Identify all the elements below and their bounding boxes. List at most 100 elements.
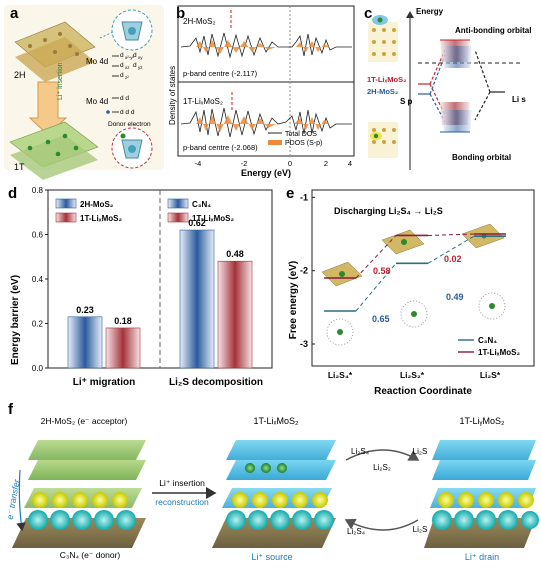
legend-total-label: Total DOS: [285, 131, 317, 138]
stack-left: [12, 440, 146, 548]
energy-axis-label: Energy: [416, 7, 444, 16]
panel-e-label: e: [286, 185, 294, 202]
etransfer-arrow-icon: [16, 469, 26, 532]
octahedron-bottom-icon: [120, 133, 143, 159]
panel-b-xlabel: Energy (eV): [241, 168, 291, 178]
ytick-label: 0.8: [32, 186, 44, 195]
e-c3n4-3: [478, 292, 506, 320]
panel-b-frame: [177, 5, 355, 157]
xtick: 4: [348, 159, 352, 168]
phase-2h-label: 2H: [14, 70, 26, 80]
bar: [105, 327, 141, 369]
f-li2s2: Li₂S₂: [373, 463, 391, 472]
legend-1t-swatch: [55, 212, 77, 223]
li-insertion-label: Li⁺ insertion: [57, 62, 64, 100]
annot-blue-2: 0.49: [446, 292, 464, 302]
panel-c-label: c: [364, 5, 372, 22]
bar: [217, 260, 253, 369]
panel-d: d Energy barrier (eV) 0.00.20.40.60.8 0.…: [8, 185, 273, 388]
bar: [179, 229, 215, 369]
legend-1t-swatch-2: [167, 212, 189, 223]
mo4d-top-label: Mo 4d: [86, 57, 108, 66]
legend-c3n4-swatch: [167, 198, 189, 209]
panel-b: b Density of states 2H-MoS₂ p-band centr…: [168, 5, 355, 178]
e-c3n4-1: [326, 318, 354, 346]
panel-e-frame: [311, 189, 535, 367]
xtick-label: Li₂S₂*: [400, 370, 425, 380]
panel-b-xticks: -4 -2 0 2 4: [195, 159, 352, 168]
panel-e-xlabel: Reaction Coordinate: [374, 386, 472, 397]
legend-2h-label: 2H-MoS₂: [80, 200, 114, 209]
dos-top-pdos-trace: [196, 40, 276, 54]
annot-blue-1: 0.65: [372, 314, 390, 324]
e-c3n4-2: [400, 300, 428, 328]
orbital-sub: x²-y²: [125, 55, 134, 60]
f-bottom-left-label: C₃N₄ (e⁻ donor): [60, 550, 121, 560]
panel-d-yaxis: 0.0 0.2 0.4 0.6 0.8: [32, 186, 48, 373]
cycle-bottom-arrow-icon: [344, 518, 419, 531]
antibonding-label: Anti-bonding orbital: [455, 26, 531, 35]
lis-label: Li s: [512, 95, 526, 104]
left-label-1t: 1T-LiₓMoS₂: [367, 75, 406, 84]
ytick-label: 0.6: [32, 231, 44, 240]
orbital-label-bottom-2: d d d: [120, 109, 135, 116]
orbital-label: d: [120, 72, 124, 79]
legend-pdos-swatch: [268, 140, 282, 145]
f-li2s4-bottom: Li₂S₄: [347, 527, 365, 536]
yellow-spheres: [32, 492, 128, 508]
dos-bottom-total-trace: [180, 107, 352, 138]
legend-1t-label: 1T-LiₓMoS₂: [80, 214, 122, 223]
ytick-label: 0.4: [32, 275, 44, 284]
dos-bottom-note: p-band centre (-2.068): [183, 143, 258, 152]
dos-bottom-pdos-trace: [196, 115, 276, 132]
legend-pdos-label: PDOS (S-p): [285, 140, 322, 147]
f-source-label: Li⁺ source: [251, 552, 292, 562]
bonding-blue-dos: [442, 110, 472, 132]
bonding-label: Bonding orbital: [452, 153, 511, 162]
xtick-label: Li₂S*: [480, 370, 501, 380]
xgroup-label-2: Li₂S decomposition: [169, 377, 263, 388]
orbital-levels-bottom: d d d d d: [106, 95, 135, 116]
panel-e: e Free energy (eV) Discharging Li₂S₄ → L…: [286, 185, 535, 397]
orbital-sub: xz: [125, 65, 130, 70]
ytick-label: -1: [300, 192, 308, 202]
annot-red-2: 0.02: [444, 254, 462, 264]
ytick-label: 0.0: [32, 364, 44, 373]
dos-top-title: 2H-MoS₂: [183, 17, 215, 26]
ytick-label: 0.2: [32, 320, 44, 329]
f-drain-label: Li⁺ drain: [465, 552, 499, 562]
stack-middle: [212, 440, 336, 548]
panel-b-ylabel: Density of states: [168, 66, 177, 125]
f-arrow-top-label: Li⁺ insertion: [159, 478, 205, 488]
xtick: 0: [288, 159, 292, 168]
phase-1t-label: 1T: [14, 162, 25, 172]
structure-top: [368, 15, 398, 62]
dos-top-pdos-trace-2: [296, 41, 330, 52]
energy-connector: [427, 233, 475, 236]
bar-value-label: 0.62: [188, 218, 206, 228]
orbital-sub: yz: [138, 65, 143, 70]
bar-value-label: 0.18: [114, 316, 132, 326]
energy-connector: [427, 235, 475, 264]
dos-bottom-title: 1T-LiₓMoS₂: [183, 97, 223, 106]
orbital-label-bottom-1: d d: [120, 95, 129, 102]
energy-connector: [355, 235, 397, 279]
panel-e-series: [324, 233, 506, 312]
donor-electron-label: Donor electron: [108, 121, 151, 128]
panel-b-label: b: [176, 5, 185, 22]
legend-c3n4-label: C₃N₄: [192, 200, 211, 209]
panel-e-ylabel: Free energy (eV): [288, 261, 299, 339]
panel-f: f 2H-MoS₂ (e⁻ acceptor) C₃N₄ (e⁻ donor) …: [5, 401, 539, 562]
structure-bottom: [368, 122, 398, 158]
orbital-sub: z²: [125, 75, 129, 80]
legend-e-c3n4-label: C₃N₄: [478, 336, 497, 345]
e-molecule-1: [321, 261, 363, 287]
orbital-sub: xy: [138, 55, 143, 60]
f-li2s-bottom: Li₂S: [413, 525, 428, 534]
orbital-label: d: [120, 52, 124, 59]
dos-top-note: p-band centre (-2.117): [183, 69, 258, 78]
ytick-label: -2: [300, 266, 308, 276]
f-li2s-top: Li₂S: [413, 447, 428, 456]
